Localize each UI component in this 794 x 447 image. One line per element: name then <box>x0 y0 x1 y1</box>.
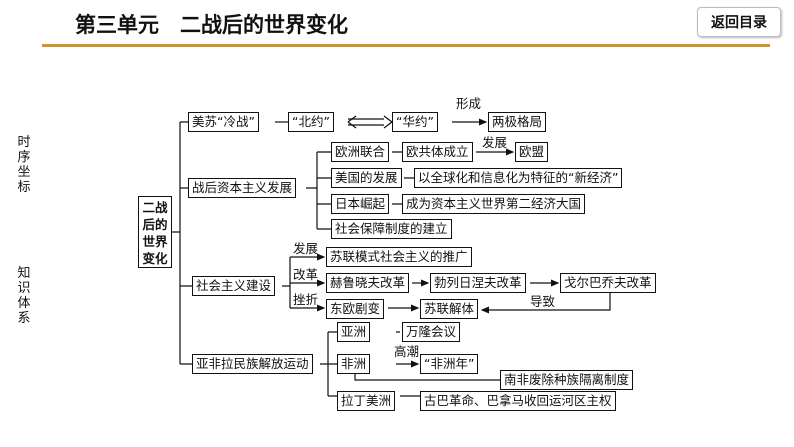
title-divider <box>42 44 770 47</box>
node-european-union: 欧洲联合 <box>331 142 390 162</box>
node-asia: 亚洲 <box>337 322 371 342</box>
node-bandung: 万隆会议 <box>402 322 461 342</box>
label-develop: 发展 <box>482 135 508 150</box>
label-setback: 挫折 <box>293 292 319 307</box>
node-bipolar: 两极格局 <box>488 112 547 132</box>
node-latin-america: 拉丁美洲 <box>337 391 396 411</box>
node-africa-year: “非洲年” <box>420 354 479 374</box>
node-brezhnev: 勃列日涅夫改革 <box>430 273 526 293</box>
node-south-africa: 南非废除种族隔离制度 <box>500 370 634 390</box>
node-usa: 美国的发展 <box>331 168 402 188</box>
node-socialism: 社会主义建设 <box>192 276 276 296</box>
node-nato: “北约” <box>288 112 334 132</box>
node-latin-result: 古巴革命、巴拿马收回运河区主权 <box>420 391 616 411</box>
root-node: 二战后的世界变化 <box>138 196 172 268</box>
page-title: 第三单元 二战后的世界变化 <box>75 13 348 37</box>
back-to-contents-button[interactable]: 返回目录 <box>697 7 781 37</box>
node-welfare: 社会保障制度的建立 <box>331 219 452 239</box>
label-reform: 改革 <box>293 267 319 282</box>
node-gorbachev: 戈尔巴乔夫改革 <box>560 273 656 293</box>
sidebar-knowledge-link[interactable]: 知识体系 <box>17 266 31 326</box>
node-east-europe: 东欧剧变 <box>326 299 385 319</box>
node-soviet-model: 苏联模式社会主义的推广 <box>326 247 472 267</box>
label-lead: 导致 <box>530 294 556 309</box>
label-develop: 发展 <box>293 241 319 256</box>
node-ussr-collapse: 苏联解体 <box>420 299 479 319</box>
node-khrushchev: 赫鲁晓夫改革 <box>326 273 410 293</box>
node-africa: 非洲 <box>337 354 371 374</box>
sidebar-timeline-link[interactable]: 时序坐标 <box>17 135 31 195</box>
node-new-economy: 以全球化和信息化为特征的“新经济” <box>414 168 623 188</box>
node-japan: 日本崛起 <box>331 194 390 214</box>
node-cold-war: 美苏“冷战” <box>188 112 259 132</box>
node-warsaw-pact: “华约” <box>392 112 438 132</box>
label-form: 形成 <box>456 96 482 111</box>
node-liberation: 亚非拉民族解放运动 <box>192 354 313 374</box>
node-eu: 欧盟 <box>515 142 549 162</box>
node-japan-result: 成为资本主义世界第二经济大国 <box>402 194 586 214</box>
label-climax: 高潮 <box>394 344 420 359</box>
node-capitalism: 战后资本主义发展 <box>188 178 297 198</box>
node-ec: 欧共体成立 <box>402 142 473 162</box>
